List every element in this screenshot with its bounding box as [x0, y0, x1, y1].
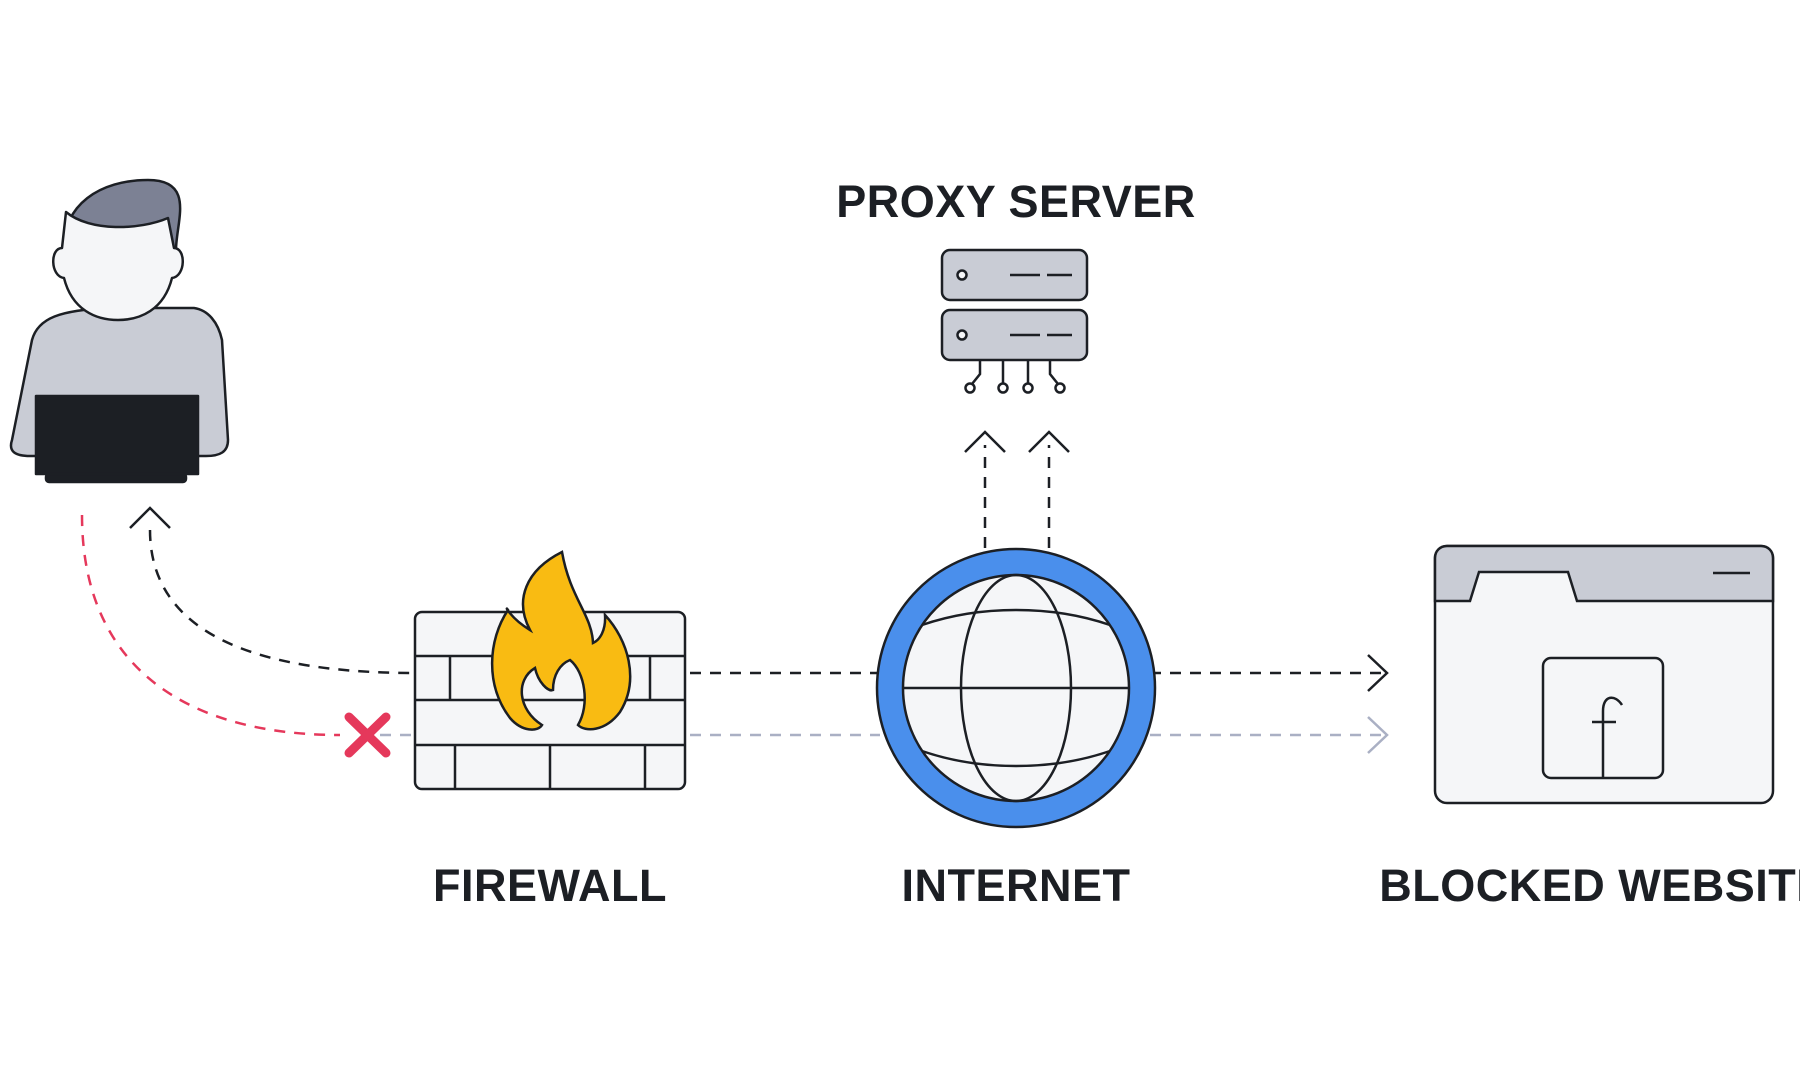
return-route-arrowhead	[129, 506, 171, 529]
flame-icon	[490, 550, 632, 731]
internet-to-website-arrowhead	[1367, 654, 1389, 692]
internet-label: INTERNET	[901, 860, 1131, 911]
globe-lines	[903, 573, 1129, 803]
internet-to-proxy-arrowhead-right	[1028, 430, 1070, 453]
laptop-screen	[34, 394, 200, 476]
brick-wall-with-flame-icon	[413, 550, 687, 791]
laptop-base	[44, 472, 188, 484]
firewall-label: FIREWALL	[433, 860, 667, 911]
connectors	[80, 430, 1389, 754]
blocked-x-icon	[344, 712, 391, 758]
proxy-server-label: PROXY SERVER	[836, 176, 1196, 227]
browser-header	[1433, 544, 1775, 603]
faded-route-arrowhead	[1367, 716, 1389, 754]
globe-icon	[875, 547, 1157, 829]
server-stack-icon	[940, 248, 1089, 394]
return-route-path	[148, 529, 416, 675]
server-cables	[964, 360, 1066, 394]
user-head	[52, 210, 184, 322]
internet-to-proxy-arrowhead-left	[964, 430, 1006, 453]
browser-window-icon	[1433, 544, 1775, 805]
blocked-route-path	[80, 514, 341, 737]
facebook-f-icon	[1592, 696, 1624, 778]
person-with-laptop-icon	[9, 178, 230, 484]
blocked-website-label: BLOCKED WEBSITE	[1379, 860, 1800, 911]
